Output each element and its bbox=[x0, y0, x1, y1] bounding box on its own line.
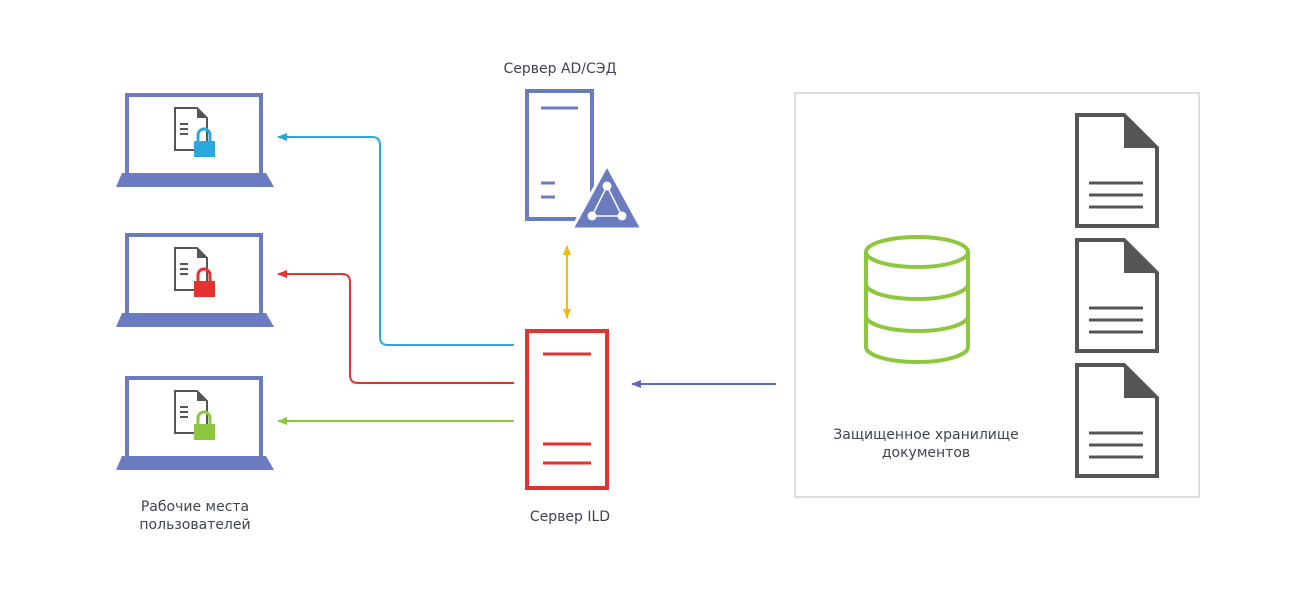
ild-server-label: Сервер ILD bbox=[529, 509, 611, 525]
red-lock-icon bbox=[194, 267, 215, 297]
laptop-base bbox=[116, 173, 274, 187]
workstations-label-line1: Рабочие места bbox=[140, 499, 250, 515]
storage-label-line2: документов bbox=[881, 445, 971, 461]
workstations-label-line2: пользователей bbox=[139, 517, 251, 533]
storage-label-line1: Защищенное хранилище bbox=[833, 427, 1019, 443]
green-lock-icon bbox=[194, 410, 215, 440]
workstation-laptop-3 bbox=[116, 376, 274, 470]
document-icon bbox=[174, 107, 208, 151]
laptop-base bbox=[116, 456, 274, 470]
workstation-laptop-2 bbox=[116, 233, 274, 327]
red-arrow bbox=[277, 270, 514, 384]
workstation-laptop-1 bbox=[116, 93, 274, 187]
blue-lock-icon bbox=[194, 127, 215, 157]
secure-storage-box bbox=[794, 92, 1200, 498]
storage-label: Защищенное хранилище документов bbox=[806, 426, 1046, 462]
ad-server-icon bbox=[525, 89, 644, 231]
ild-server-icon bbox=[525, 329, 609, 490]
document-icon bbox=[1075, 113, 1159, 228]
ad-server-label: Сервер AD/СЭД bbox=[503, 61, 617, 77]
blue-arrow bbox=[277, 133, 514, 346]
laptop-base bbox=[116, 313, 274, 327]
workstations-label: Рабочие места пользователей bbox=[95, 498, 295, 534]
database-icon bbox=[864, 235, 970, 364]
document-icon bbox=[174, 390, 208, 434]
document-icon bbox=[174, 247, 208, 291]
document-icon bbox=[1075, 363, 1159, 478]
directory-triangle-icon bbox=[570, 163, 644, 231]
document-icon bbox=[1075, 238, 1159, 353]
